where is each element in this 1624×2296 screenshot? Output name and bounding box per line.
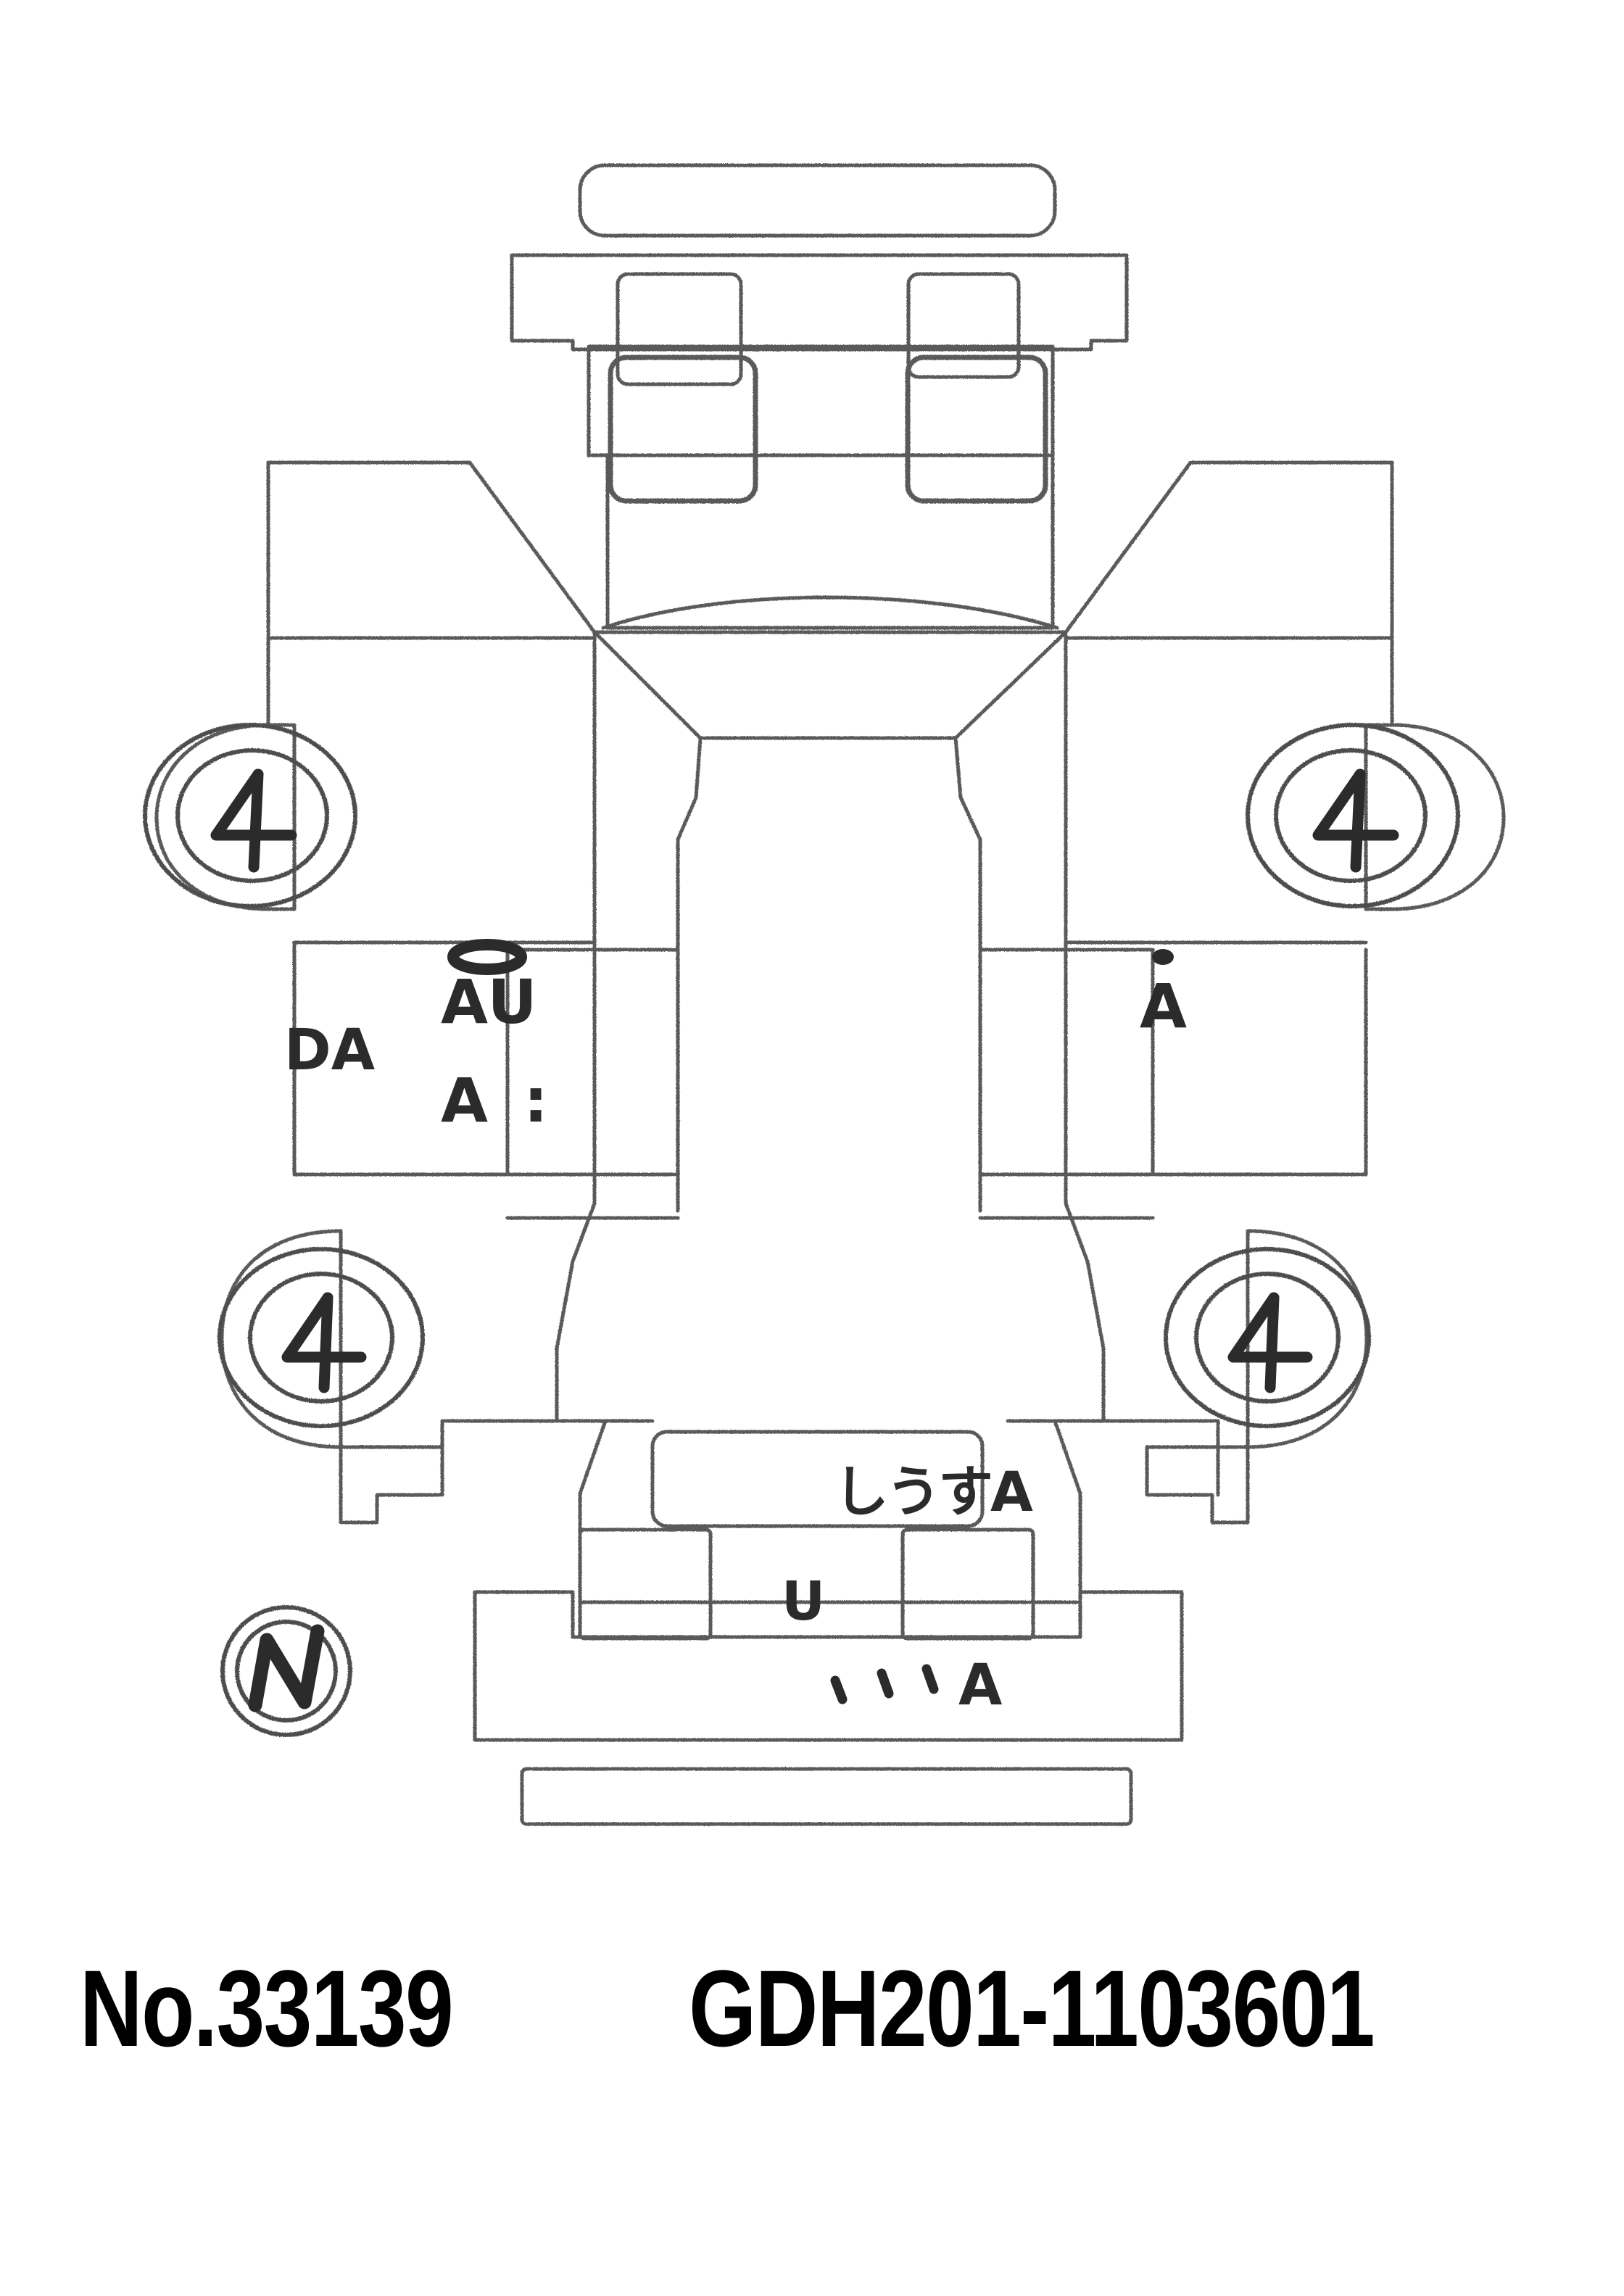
annotation-left-door-a-colon: A : (441, 1065, 555, 1136)
hood-shape (587, 344, 1055, 504)
windshield-shape (592, 595, 1068, 634)
rear-valance-shape (520, 1767, 1133, 1826)
annotation-left-door-au: AU (441, 966, 539, 1037)
front-fender-left-shape (266, 460, 597, 727)
front-grille-shape (510, 253, 1129, 386)
annotation-rear-bumper-a: A (958, 1653, 1003, 1718)
doors-right-shape (978, 636, 1368, 1220)
vehicle-code: GDH201-1103601 (689, 1947, 1375, 2069)
annotation-rear-quarter-usu-a: しうすA (834, 1459, 1033, 1524)
annotation-rear-panel-u: U (782, 1570, 826, 1633)
wheel-arch-front-right (1364, 723, 1506, 911)
roof-rear-shape (676, 736, 982, 1213)
front-fender-right-shape (1064, 460, 1394, 727)
caption-bar: No.33139 GDH201-1103601 (0, 1914, 1624, 2102)
rear-bumper-shape (473, 1590, 1184, 1742)
doors-left-shape (292, 636, 680, 1220)
wheel-markers (143, 723, 1460, 1737)
vehicle-diagram (143, 163, 1506, 1826)
rear-quarter-right-shape (1006, 1201, 1220, 1497)
rear-quarter-left-shape (440, 1201, 655, 1497)
roof-shape (592, 630, 1068, 740)
rear-deck-shape (578, 1419, 1082, 1604)
front-bumper-shape (578, 163, 1057, 238)
record-number: No.33139 (80, 1947, 454, 2069)
annotation-right-door-a: A (1140, 971, 1188, 1042)
annotation-left-rocker-code: DA (284, 1018, 376, 1083)
cowl-shape (605, 453, 1055, 630)
